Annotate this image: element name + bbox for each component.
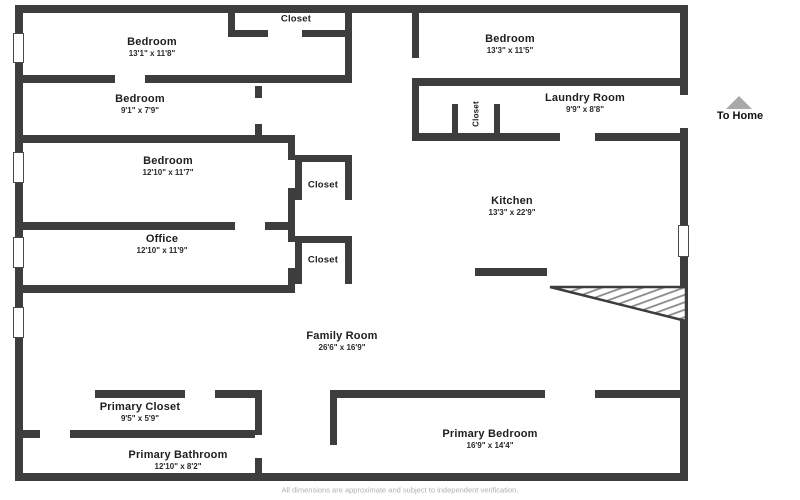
window xyxy=(678,225,689,257)
room-name: Closet xyxy=(471,101,481,127)
room-label-primary-bedroom: Primary Bedroom 16'9" x 14'4" xyxy=(442,428,537,450)
room-label-office: Office 12'10" x 11'9" xyxy=(137,233,188,255)
wall-segment xyxy=(595,390,688,398)
room-name: Office xyxy=(145,233,179,246)
wall-segment xyxy=(452,104,458,133)
wall-segment xyxy=(228,5,235,37)
stairs-hatch xyxy=(549,285,688,323)
room-dims: 13'3" x 11'5" xyxy=(486,45,534,55)
wall-segment xyxy=(15,222,235,230)
to-home-label: To Home xyxy=(716,110,764,122)
wall-segment xyxy=(412,5,419,58)
room-label-bedroom-top-right: Bedroom 13'3" x 11'5" xyxy=(485,33,535,55)
wall-segment xyxy=(595,133,688,141)
room-label-closet-laundry: Closet xyxy=(471,101,480,127)
wall-segment xyxy=(494,104,500,133)
wall-segment xyxy=(345,236,352,284)
room-dims: 9'9" x 8'8" xyxy=(565,104,605,114)
room-label-closet-hall: Closet xyxy=(307,179,339,192)
wall-segment xyxy=(15,285,295,293)
wall-segment xyxy=(330,390,337,445)
room-name: Primary Closet xyxy=(99,401,181,414)
wall-outer-right-upper xyxy=(680,5,688,95)
window xyxy=(13,237,24,268)
wall-segment xyxy=(330,390,545,398)
wall-segment xyxy=(265,222,295,230)
room-label-bedroom-2: Bedroom 9'1" x 7'9" xyxy=(115,93,165,115)
window xyxy=(13,33,24,63)
wall-segment xyxy=(228,30,268,37)
room-name: Closet xyxy=(307,254,339,266)
room-label-closet-office: Closet xyxy=(307,254,339,267)
wall-segment xyxy=(288,188,295,222)
room-label-family-room: Family Room 26'6" x 16'9" xyxy=(306,330,377,352)
room-name: Bedroom xyxy=(127,36,177,49)
room-dims: 13'3" x 22'9" xyxy=(488,207,536,217)
room-dims: 9'5" x 5'9" xyxy=(120,413,160,423)
wall-segment xyxy=(70,430,255,438)
room-dims: 12'10" x 8'2" xyxy=(154,461,202,471)
wall-segment xyxy=(412,133,560,141)
wall-outer-bottom xyxy=(15,473,688,481)
room-label-closet-top: Closet xyxy=(280,13,312,26)
wall-segment xyxy=(345,155,352,200)
room-label-laundry: Laundry Room 9'9" x 8'8" xyxy=(545,92,625,114)
wall-segment xyxy=(475,268,547,276)
room-name: Kitchen xyxy=(491,195,533,208)
wall-segment xyxy=(295,155,352,162)
wall-segment xyxy=(288,268,295,293)
room-name: Family Room xyxy=(306,330,378,343)
room-name: Closet xyxy=(280,13,312,25)
wall-segment xyxy=(15,135,295,143)
wall-segment xyxy=(255,390,262,435)
wall-segment xyxy=(15,75,115,83)
room-label-primary-bathroom: Primary Bathroom 12'10" x 8'2" xyxy=(128,449,227,471)
wall-segment xyxy=(412,86,419,140)
room-name: Primary Bedroom xyxy=(442,428,538,441)
room-dims: 13'1" x 11'8" xyxy=(128,48,176,58)
wall-segment xyxy=(345,5,352,83)
wall-segment xyxy=(255,86,262,98)
room-dims: 16'9" x 14'4" xyxy=(466,440,514,450)
room-name: Laundry Room xyxy=(544,92,626,105)
wall-segment xyxy=(145,75,352,83)
wall-segment xyxy=(288,222,295,242)
room-name: Primary Bathroom xyxy=(128,449,228,462)
room-name: Bedroom xyxy=(143,155,193,168)
window xyxy=(13,307,24,338)
wall-segment xyxy=(215,390,262,398)
window xyxy=(13,152,24,183)
wall-segment xyxy=(288,135,295,160)
room-label-bedroom-3: Bedroom 12'10" x 11'7" xyxy=(143,155,194,177)
wall-segment xyxy=(295,236,352,243)
wall-segment xyxy=(412,78,688,86)
to-home-arrow-icon xyxy=(726,96,752,109)
disclaimer-text: All dimensions are approximate and subje… xyxy=(281,485,519,495)
wall-segment xyxy=(95,390,185,398)
room-dims: 26'6" x 16'9" xyxy=(318,342,366,352)
room-name: Bedroom xyxy=(485,33,535,46)
room-dims: 12'10" x 11'7" xyxy=(142,167,194,177)
room-label-bedroom-top-left: Bedroom 13'1" x 11'8" xyxy=(127,36,177,58)
room-dims: 12'10" x 11'9" xyxy=(136,245,188,255)
room-dims: 9'1" x 7'9" xyxy=(120,105,160,115)
room-name: Closet xyxy=(307,179,339,191)
wall-segment xyxy=(15,430,40,438)
wall-segment xyxy=(255,458,262,481)
room-label-primary-closet: Primary Closet 9'5" x 5'9" xyxy=(96,401,184,423)
wall-segment xyxy=(255,124,262,135)
wall-segment xyxy=(302,30,352,37)
room-name: Bedroom xyxy=(115,93,165,106)
wall-segment xyxy=(295,155,302,200)
room-label-kitchen: Kitchen 13'3" x 22'9" xyxy=(489,195,536,217)
wall-segment xyxy=(295,236,302,284)
